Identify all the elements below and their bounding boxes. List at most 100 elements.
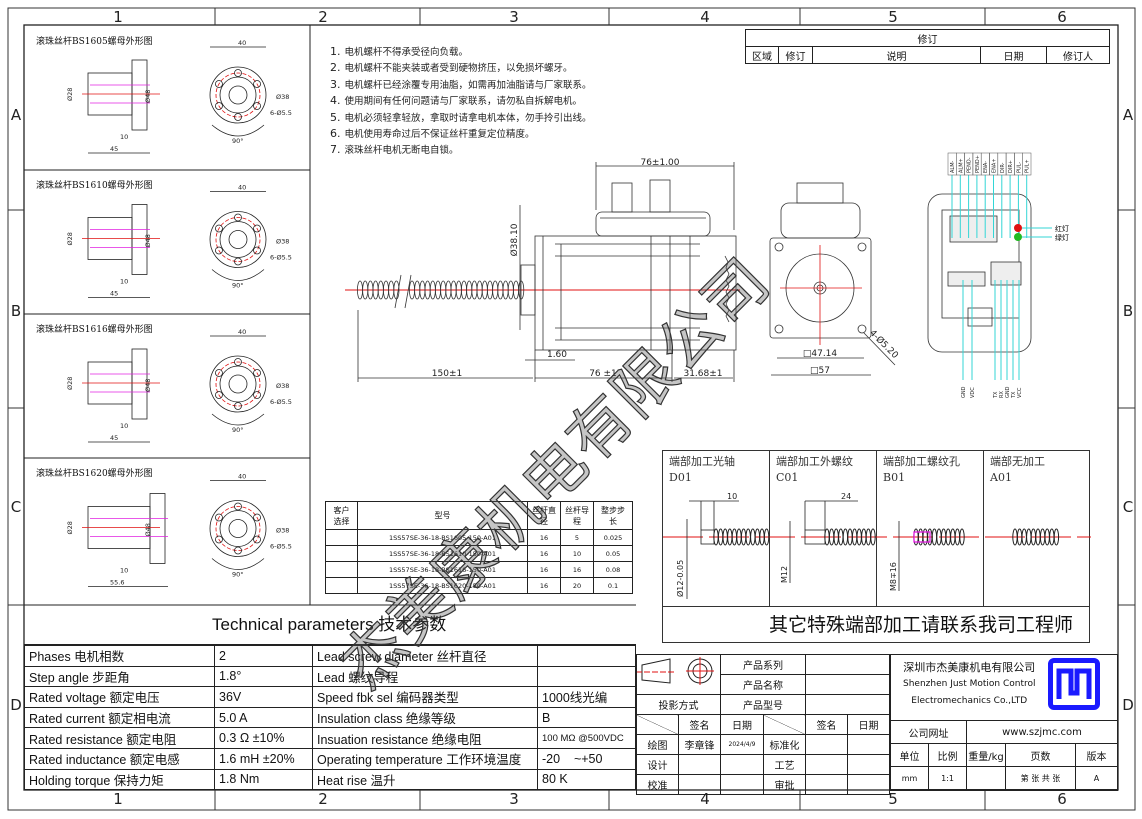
zone-col-5-bottom: 5 bbox=[888, 790, 898, 808]
customer-select-cell[interactable] bbox=[325, 545, 358, 562]
mount-hole bbox=[253, 535, 261, 544]
mount-hole bbox=[215, 224, 223, 233]
dim-flange: □57 bbox=[810, 366, 830, 376]
c01-length-dim: 24 bbox=[841, 492, 851, 501]
mount-hole bbox=[253, 224, 261, 233]
model-table: 客户选择 型号 丝杆直径 丝杆导程 整步步长 1SS57SE-36-18-BS1… bbox=[325, 501, 633, 594]
zone-row-b-right: B bbox=[1123, 302, 1133, 320]
pin-label: TX bbox=[993, 391, 999, 399]
pin-label: ALM- bbox=[950, 160, 956, 173]
pin-label: PEND- bbox=[967, 157, 973, 173]
revision-header: 修订人 bbox=[1046, 46, 1110, 64]
lead-cell: 5 bbox=[560, 529, 594, 546]
pin-label: TX bbox=[1011, 391, 1017, 399]
red-led-label: 红灯 bbox=[1055, 224, 1069, 233]
model-cell: 1SS57SE-36-18-BS1610-150-A01 bbox=[357, 545, 528, 562]
note-item: 5.电机必须轻拿轻放，拿取时请拿电机本体，勿手拎引出线。 bbox=[330, 110, 592, 124]
company-logo bbox=[1048, 658, 1100, 710]
note-item: 2.电机螺杆不能夹装或者受到硬物挤压，以免损坏螺牙。 bbox=[330, 61, 573, 75]
website-link[interactable]: www.szjmc.com bbox=[966, 720, 1118, 744]
logo-m-icon bbox=[1056, 668, 1092, 699]
mount-hole bbox=[234, 402, 242, 410]
mount-hole bbox=[215, 369, 223, 377]
nut-panel-title-bs1605: 滚珠丝杆BS1605螺母外形图 bbox=[36, 37, 153, 47]
nut-pcd-dim: Ø38 bbox=[276, 527, 289, 535]
zone-row-c: C bbox=[11, 498, 21, 516]
zone-col-4-bottom: 4 bbox=[700, 790, 710, 808]
notes-list: 1.电机螺杆不得承受径向负载。 2.电机螺杆不能夹装或者受到硬物挤压，以免损坏螺… bbox=[330, 44, 592, 159]
mount-hole bbox=[215, 102, 223, 110]
revision-header: 说明 bbox=[812, 46, 981, 64]
nut-small-diameter-dim: Ø28 bbox=[66, 232, 74, 245]
zone-row-d-right: D bbox=[1122, 696, 1134, 714]
pin-label: GND bbox=[1005, 386, 1011, 398]
pin-label: DIR- bbox=[1000, 162, 1006, 173]
nut-holes-dim: 6-Ø5.5 bbox=[270, 109, 292, 117]
mount-hole bbox=[234, 113, 242, 121]
mount-hole bbox=[234, 502, 242, 511]
revision-header: 日期 bbox=[980, 46, 1047, 64]
zone-ticks bbox=[8, 8, 1135, 810]
nut-width-dim: 40 bbox=[238, 328, 246, 336]
pin-label: PEND+ bbox=[975, 155, 981, 173]
thread-coil bbox=[870, 528, 876, 546]
zone-col-3-bottom: 3 bbox=[509, 790, 519, 808]
nut-drawing bbox=[82, 46, 267, 154]
nut-holes-dim: 6-Ø5.5 bbox=[270, 254, 292, 262]
nut-pcd-dim: Ø38 bbox=[276, 382, 289, 390]
model-header: 整步步长 bbox=[593, 501, 633, 530]
zone-col-6: 6 bbox=[1057, 8, 1067, 26]
lead-cell: 16 bbox=[560, 561, 594, 578]
customer-select-cell[interactable] bbox=[325, 577, 358, 594]
mount-hole bbox=[215, 246, 223, 255]
diameter-cell: 16 bbox=[527, 545, 561, 562]
diameter-cell: 16 bbox=[527, 529, 561, 546]
thread-coil bbox=[1053, 528, 1060, 546]
pin-label: PUL- bbox=[1016, 162, 1022, 173]
mount-hole bbox=[215, 535, 223, 544]
mount-hole bbox=[234, 213, 242, 222]
thread-coil bbox=[959, 528, 965, 546]
mount-hole bbox=[253, 391, 261, 399]
outer-frame bbox=[7, 7, 1136, 811]
revision-table: 修订 区域 修订 说明 日期 修订人 bbox=[745, 29, 1110, 64]
mount-hole bbox=[234, 546, 242, 555]
model-header: 丝杆直径 bbox=[527, 501, 561, 530]
nut-flange-thickness-dim: 10 bbox=[120, 422, 128, 430]
mount-hole bbox=[234, 358, 242, 366]
nut-pcd-dim: Ø38 bbox=[276, 238, 289, 246]
nut-drawing bbox=[82, 191, 267, 298]
zone-row-b: B bbox=[11, 302, 21, 320]
pin-label: DIR+ bbox=[1008, 160, 1014, 173]
mount-hole bbox=[234, 69, 242, 77]
pin-label: ENA- bbox=[983, 161, 989, 173]
end-processing-footer: 其它特殊端部加工请联系我司工程师 bbox=[663, 606, 1089, 642]
model-header: 客户选择 bbox=[325, 501, 358, 530]
customer-select-cell[interactable] bbox=[325, 561, 358, 578]
dim-boss-diameter: Ø38.10 bbox=[509, 223, 520, 256]
mount-hole bbox=[215, 80, 223, 88]
company-name: 深圳市杰美康机电有限公司 Shenzhen Just Motion Contro… bbox=[903, 661, 1036, 706]
customer-select-cell[interactable] bbox=[325, 529, 358, 546]
pin-label: RX bbox=[999, 391, 1005, 398]
nut-flange-diameter-dim: Ø48 bbox=[144, 90, 152, 103]
pin-label-box bbox=[1022, 152, 1032, 176]
model-header: 丝杆导程 bbox=[560, 501, 594, 530]
nut-angle-dim: 90° bbox=[232, 426, 244, 434]
note-item: 6.电机使用寿命过后不保证丝杆重复定位精度。 bbox=[330, 127, 535, 141]
revision-title: 修订 bbox=[745, 29, 1110, 47]
zone-col-2: 2 bbox=[318, 8, 328, 26]
lead-cell: 20 bbox=[560, 577, 594, 594]
